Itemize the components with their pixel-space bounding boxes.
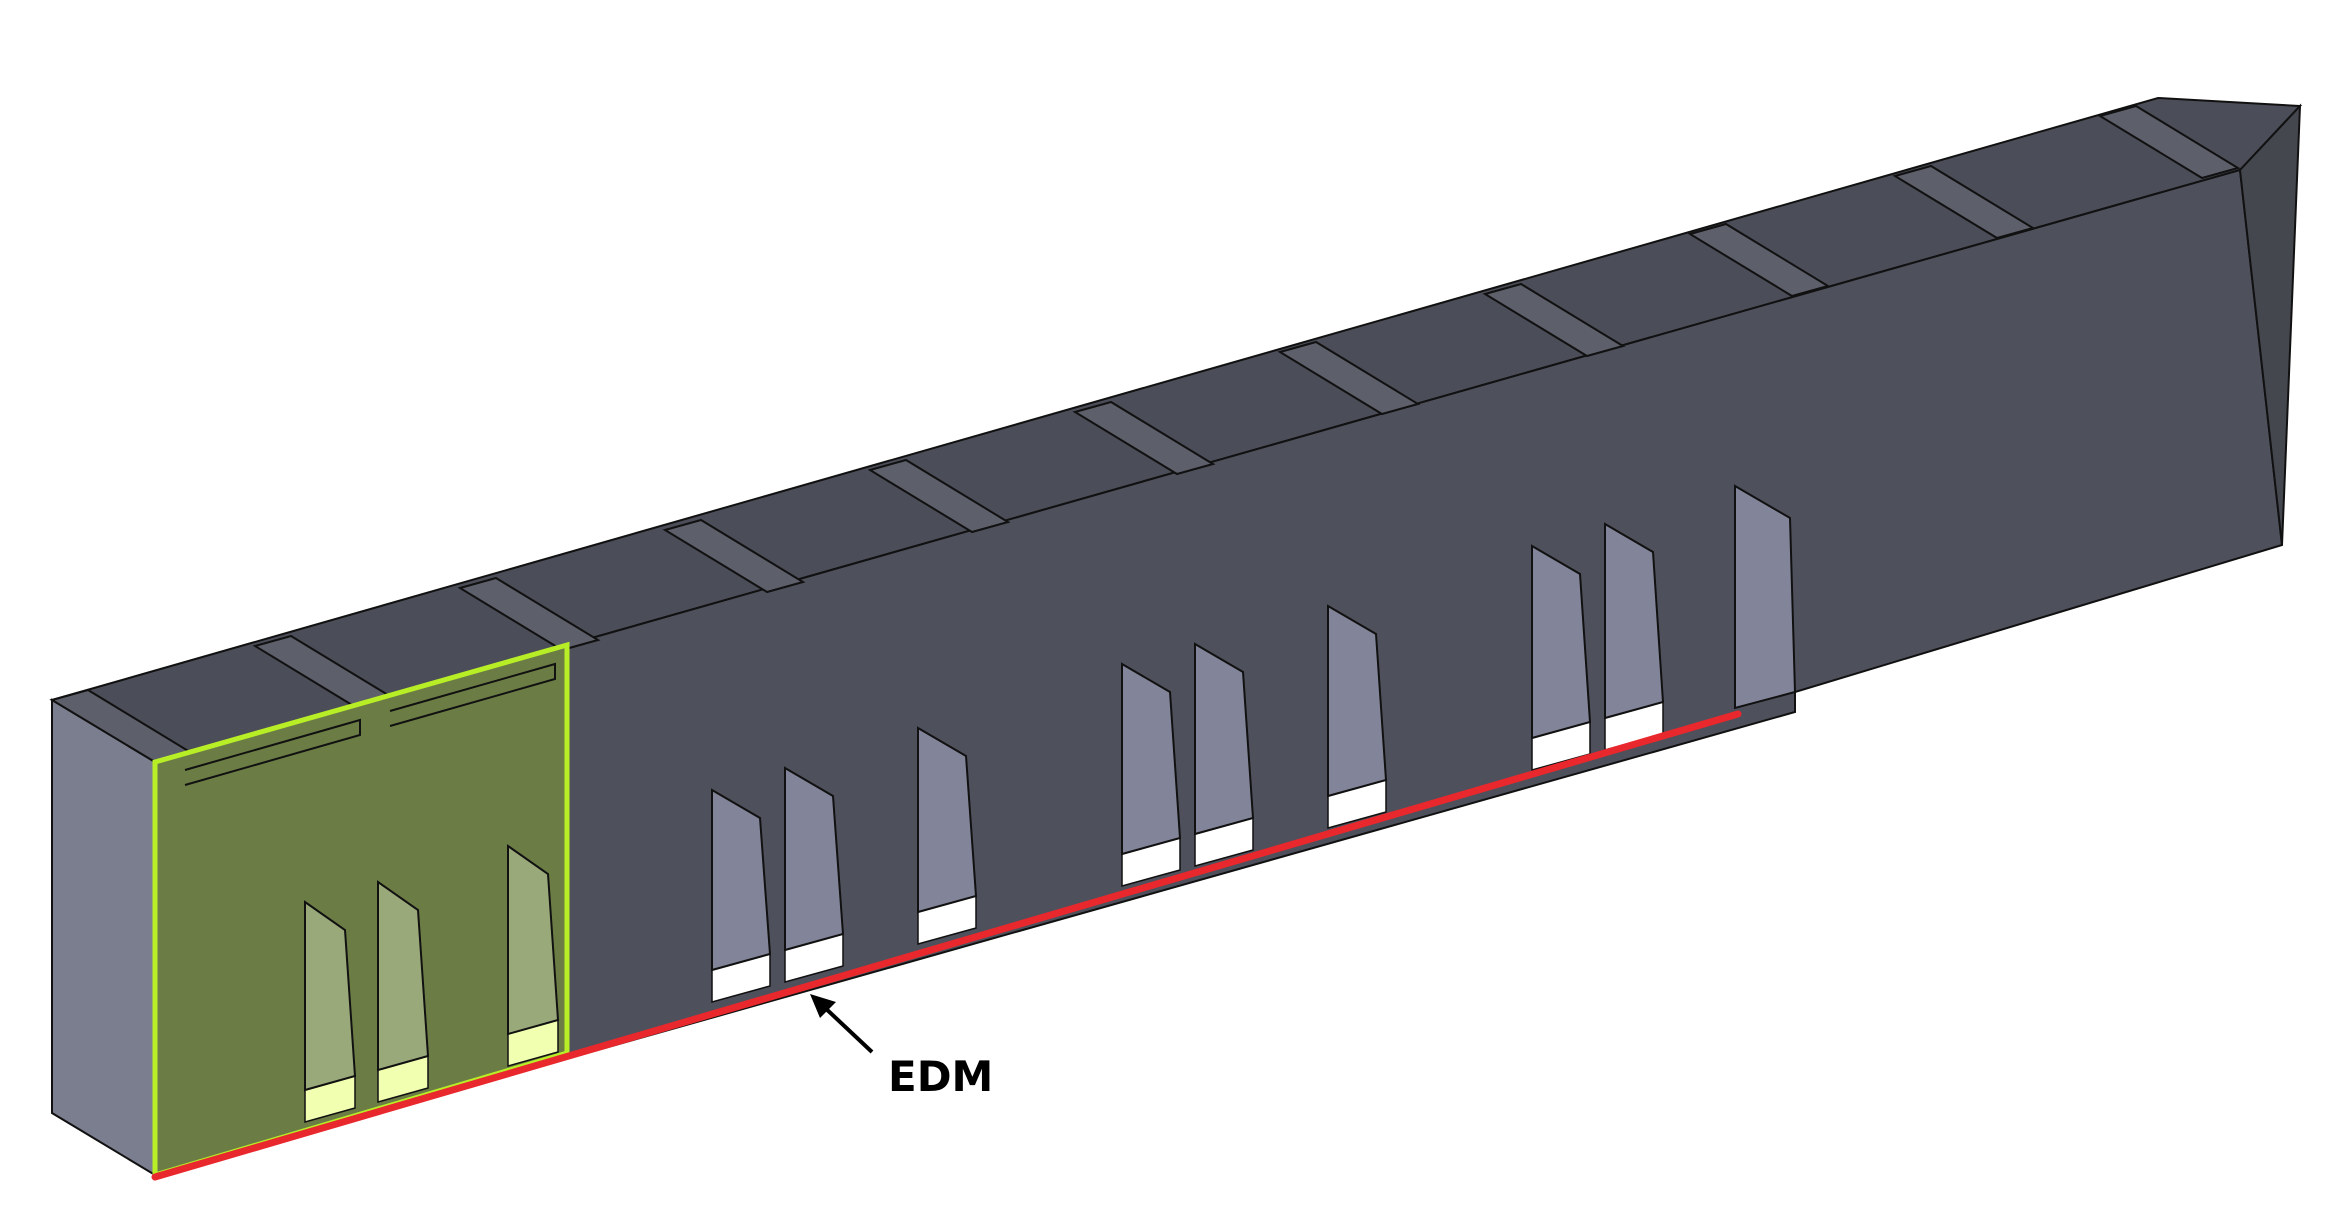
fin xyxy=(711,788,772,972)
edm-cut-line xyxy=(151,710,1742,1181)
groove-line xyxy=(389,662,556,727)
arrow-head xyxy=(810,994,836,1018)
top-rib xyxy=(457,576,601,652)
top-rib xyxy=(1892,164,2036,240)
top-rib xyxy=(1277,340,1421,416)
fin xyxy=(1604,522,1665,720)
top-ribs xyxy=(49,104,2241,764)
top-rib xyxy=(662,518,806,594)
fin xyxy=(1194,642,1255,836)
fin xyxy=(1327,604,1388,798)
fin xyxy=(784,766,845,952)
arrow-shaft xyxy=(820,1003,874,1054)
part-fins xyxy=(711,484,1797,972)
top-rib xyxy=(1482,282,1626,358)
section-grooves xyxy=(184,662,556,786)
fin xyxy=(1121,662,1182,856)
fin xyxy=(377,880,430,1072)
fin xyxy=(1531,544,1592,740)
edm-label: EDM xyxy=(888,1052,994,1101)
top-rib xyxy=(867,458,1011,534)
fin xyxy=(917,726,978,914)
groove-line xyxy=(184,718,361,786)
fin xyxy=(1734,484,1797,710)
part-left-end-face xyxy=(51,698,156,1177)
top-rib xyxy=(1072,400,1216,476)
edm-arrow xyxy=(810,994,874,1054)
fin xyxy=(507,844,560,1036)
part-right-end xyxy=(2238,103,2302,546)
top-rib xyxy=(1687,222,1831,298)
top-rib xyxy=(2097,104,2241,180)
highlighted-fins xyxy=(304,844,560,1092)
fin xyxy=(304,900,357,1092)
